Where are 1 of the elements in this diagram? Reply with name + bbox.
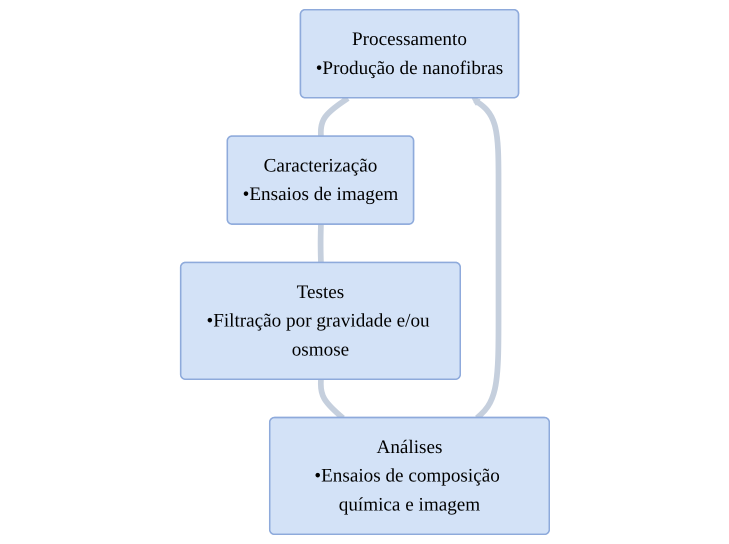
connector: [317, 224, 324, 263]
